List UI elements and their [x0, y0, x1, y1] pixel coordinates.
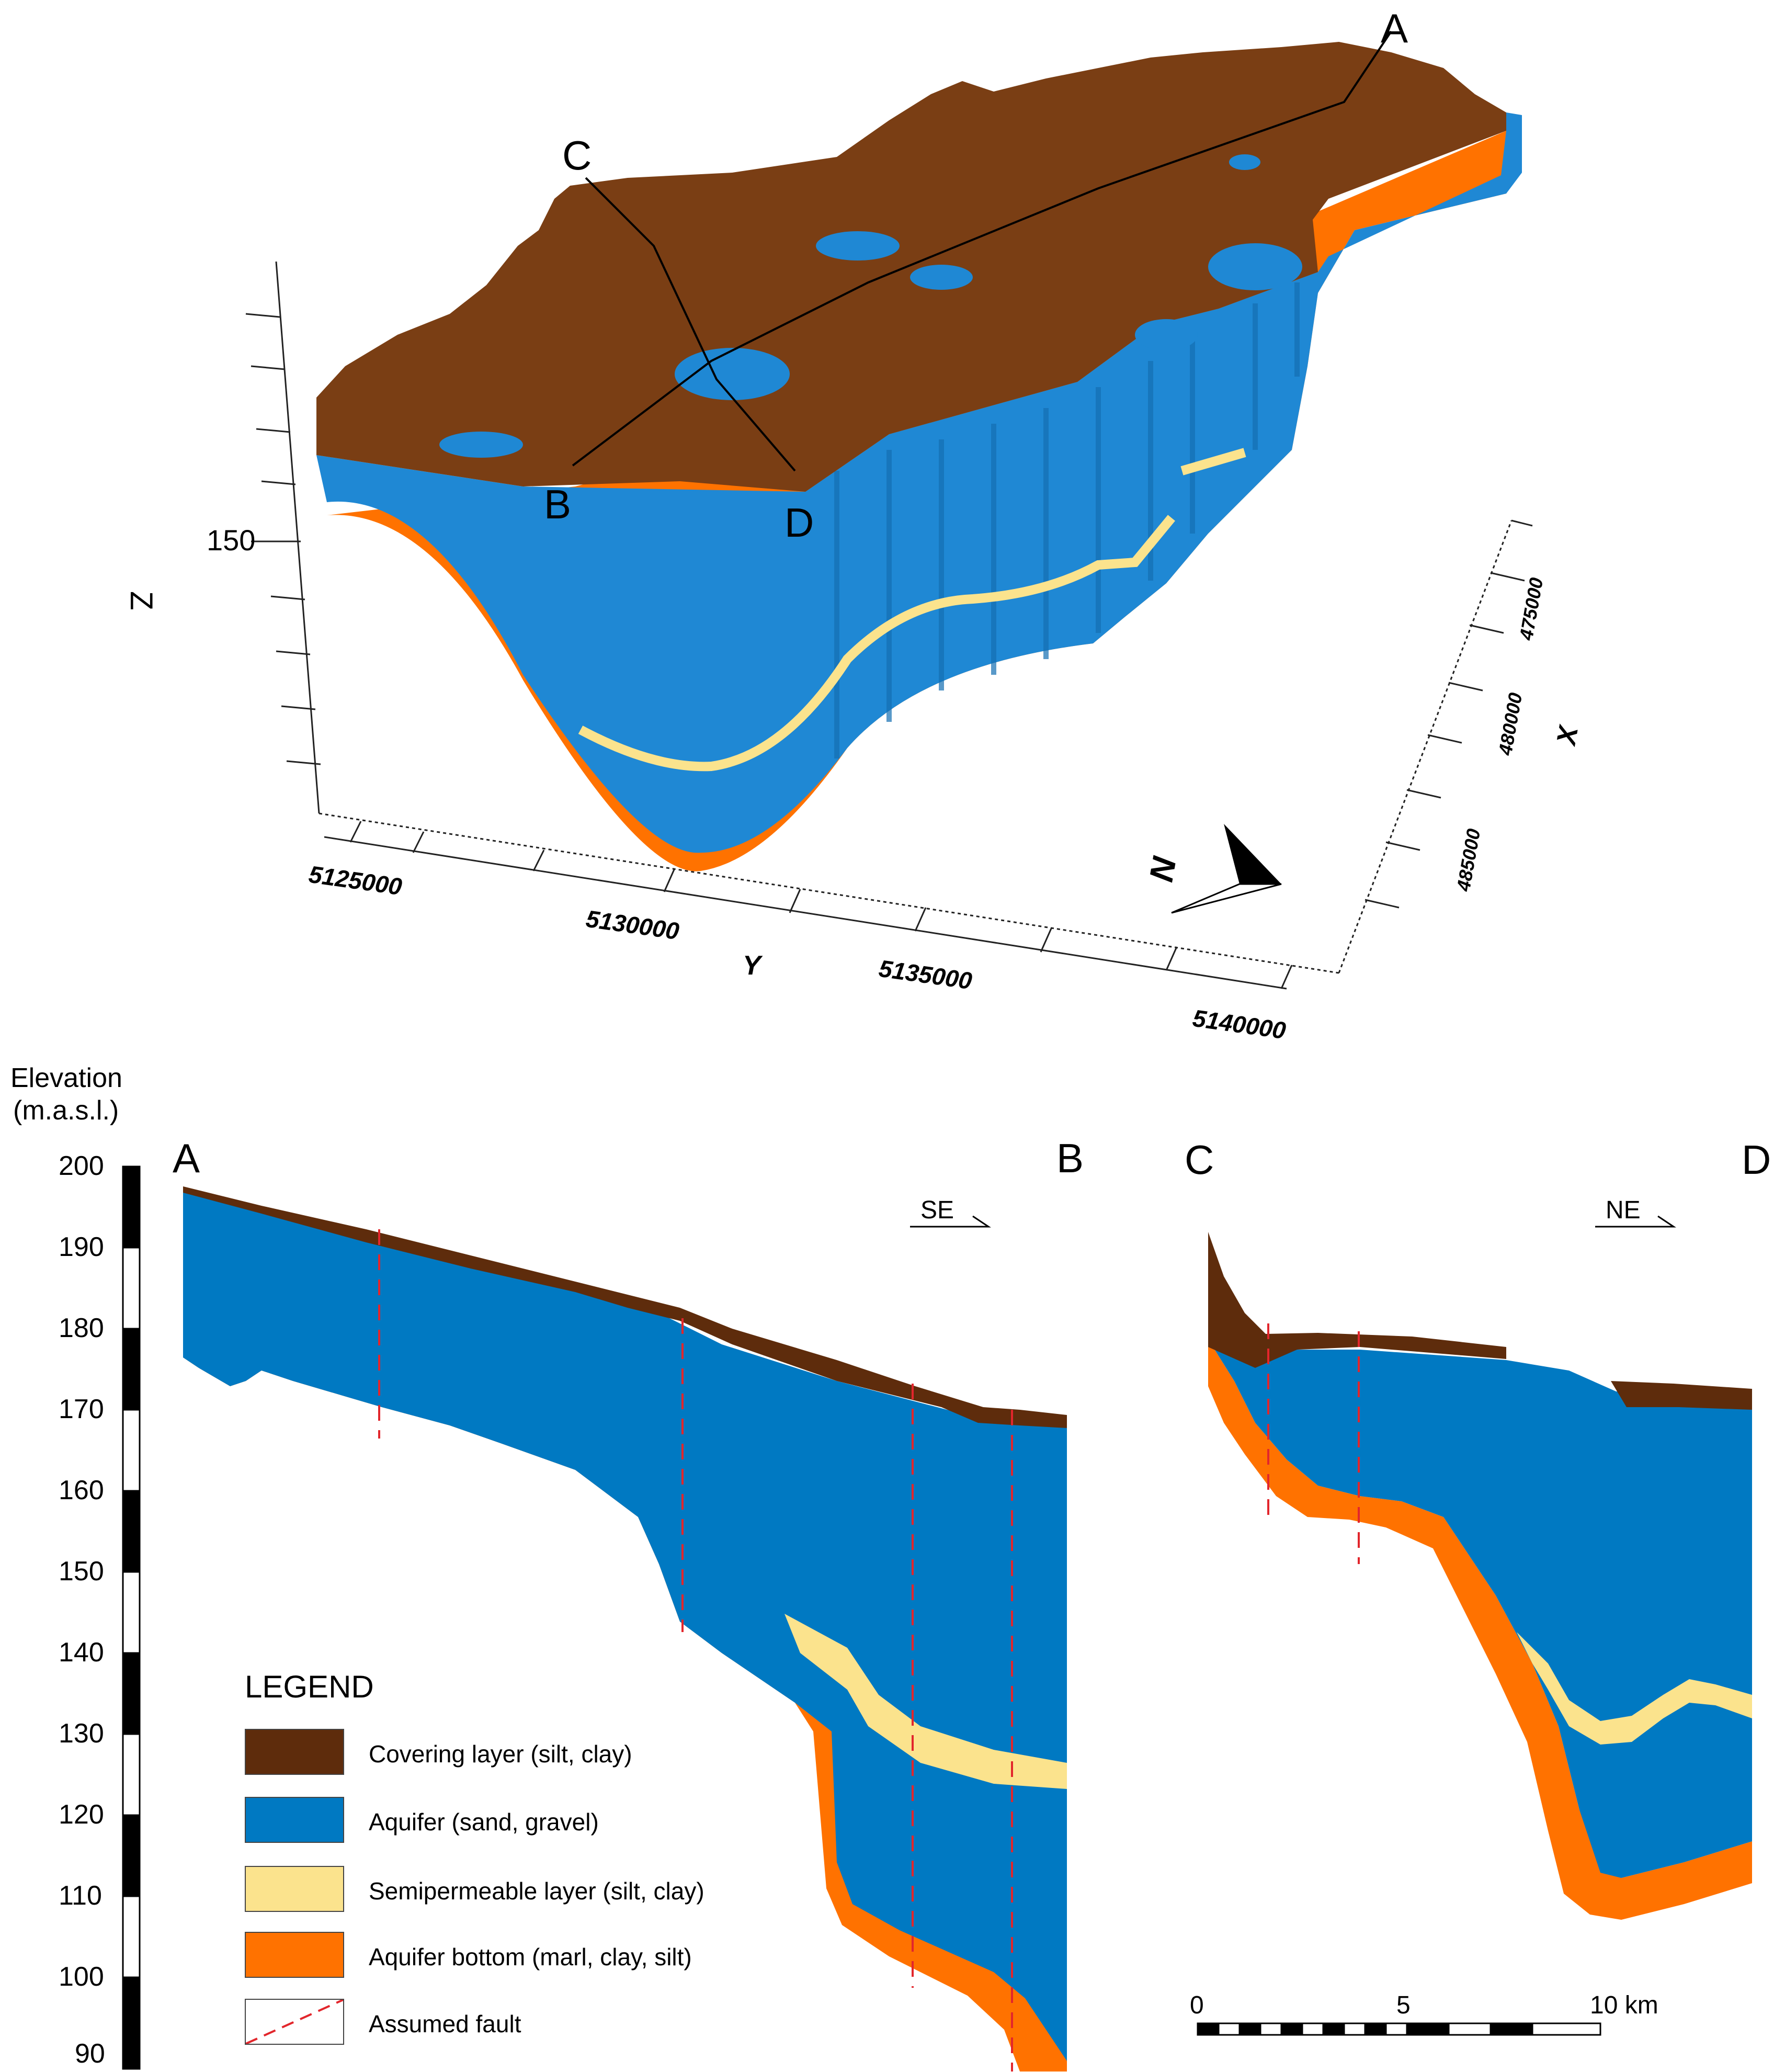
- elevation-tick-150: 150: [59, 1556, 104, 1587]
- scale-label-5: 5: [1396, 1991, 1411, 2019]
- elevation-tick-180: 180: [59, 1313, 104, 1343]
- scale-label-0: 0: [1190, 1991, 1204, 2019]
- legend-label-semi: Semipermeable layer (silt, clay): [369, 1877, 704, 1905]
- z-axis-tick-150: 150: [207, 524, 256, 557]
- legend-label-fault: Assumed fault: [369, 2010, 521, 2037]
- elevation-tick-170: 170: [59, 1394, 104, 1424]
- section-ab-direction: SE: [920, 1196, 954, 1224]
- legend-swatch-fault: [245, 1999, 344, 2045]
- distance-scale-bar: [1197, 2022, 1601, 2036]
- elevation-tick-200: 200: [59, 1151, 104, 1181]
- legend-label-bottom: Aquifer bottom (marl, clay, silt): [369, 1943, 692, 1971]
- elevation-tick-100: 100: [59, 1962, 104, 1992]
- section-cd-direction: NE: [1606, 1196, 1641, 1224]
- section-ab: [183, 1186, 1067, 2071]
- section-ab-cover: [183, 1186, 1067, 1428]
- block-cover-surface: [316, 42, 1506, 492]
- z-axis-frame: [245, 261, 321, 814]
- cross-sections: [122, 1165, 1752, 2071]
- block-semi-layer: [578, 448, 1246, 772]
- block-aquifer-walls: [316, 112, 1522, 853]
- section-cd-faults: [1267, 1323, 1360, 1564]
- section-point-a-3d: A: [1381, 5, 1408, 51]
- elevation-scale-bar: [122, 1165, 141, 2070]
- legend-swatch-semi: [245, 1866, 344, 1912]
- north-arrow-icon: [1171, 824, 1282, 914]
- section-point-d-3d: D: [785, 500, 814, 546]
- elevation-tick-120: 120: [59, 1799, 104, 1830]
- legend-label-aquifer: Aquifer (sand, gravel): [369, 1808, 599, 1836]
- section-ab-end-label: B: [1056, 1135, 1084, 1181]
- section-cd-bottom: [1208, 1339, 1752, 1920]
- block-wall-shading: [834, 282, 1300, 758]
- elevation-tick-190: 190: [59, 1232, 104, 1262]
- x-axis-frame: [1338, 519, 1533, 973]
- section-ab-faults: [378, 1229, 1013, 2071]
- legend-swatch-cover: [245, 1729, 344, 1775]
- section-ab-semi: [785, 1614, 1067, 1789]
- section-cd-start-label: C: [1185, 1137, 1214, 1183]
- y-axis-label: Y: [743, 950, 761, 981]
- section-ab-start-label: A: [173, 1135, 200, 1181]
- legend-title: LEGEND: [245, 1669, 374, 1704]
- section-point-c-3d: C: [562, 132, 592, 178]
- legend-label-cover: Covering layer (silt, clay): [369, 1740, 632, 1768]
- section-cd-end-label: D: [1742, 1137, 1771, 1183]
- section-cd: [1208, 1232, 1752, 1920]
- legend-swatch-bottom: [245, 1932, 344, 1978]
- block-surface-windows: [439, 154, 1302, 458]
- scale-label-10: 10 km: [1590, 1991, 1658, 2019]
- block-diagram-3d: [245, 30, 1533, 990]
- block-section-lines: [572, 30, 1392, 472]
- legend-swatch-aquifer: [245, 1797, 344, 1843]
- section-ab-aquifer: [183, 1187, 1067, 2061]
- elevation-tick-130: 130: [59, 1718, 104, 1749]
- elevation-tick-140: 140: [59, 1637, 104, 1668]
- direction-arrows: [910, 1215, 1676, 1228]
- section-cd-semi: [1517, 1632, 1752, 1745]
- legend: LEGEND Covering layer (silt, clay) Aquif…: [245, 1671, 768, 2058]
- elevation-title-line1: Elevation: [10, 1063, 122, 1093]
- elevation-title-line2: (m.a.s.l.): [13, 1095, 119, 1126]
- y-axis-frame: [319, 812, 1339, 990]
- elevation-tick-90: 90: [75, 2039, 105, 2069]
- section-point-b-3d: B: [544, 481, 572, 527]
- section-cd-cover-right: [1611, 1381, 1752, 1410]
- elevation-tick-160: 160: [59, 1475, 104, 1505]
- z-axis-label: Z: [124, 591, 159, 610]
- section-cd-cover: [1208, 1232, 1506, 1368]
- elevation-tick-110: 110: [59, 1881, 102, 1911]
